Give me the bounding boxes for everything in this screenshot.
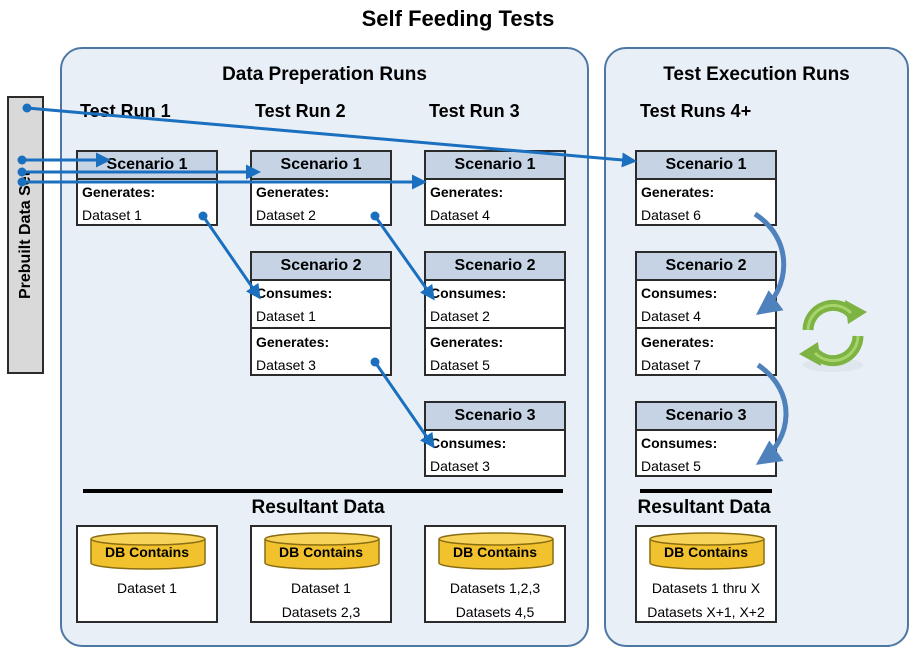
run4-scenario3: Scenario 3 Consumes: Dataset 5 — [635, 401, 777, 477]
prep-result-rule — [83, 489, 563, 493]
exec-result-rule — [640, 489, 772, 493]
run4-scenario2: Scenario 2 Consumes: Dataset 4 Generates… — [635, 251, 777, 376]
refresh-icon — [799, 299, 867, 372]
dataset-value: Dataset 6 — [641, 207, 701, 223]
dataset-flow-arrows — [198, 211, 435, 449]
dataset-value: Dataset 5 — [430, 357, 490, 373]
generates-label: Generates: — [641, 184, 715, 200]
database-cylinder-icon — [90, 532, 206, 570]
consumes-label: Consumes: — [256, 285, 333, 301]
arrow-dataset3-flow — [373, 361, 435, 449]
run-label-4plus: Test Runs 4+ — [640, 101, 752, 121]
generates-label: Generates: — [430, 184, 504, 200]
scenario-header: Scenario 2 — [426, 253, 564, 281]
db-content-line: Datasets 2,3 — [281, 604, 361, 620]
db-box-run4: DB Contains Datasets 1 thru X Datasets X… — [635, 525, 777, 623]
db-content-line: Datasets 1 thru X — [651, 580, 761, 596]
section-divider — [252, 327, 390, 329]
db-box-run3: DB Contains Datasets 1,2,3 Datasets 4,5 — [424, 525, 566, 623]
arrow-dataset1-flow — [201, 215, 261, 300]
db-box-run1: DB Contains Dataset 1 — [76, 525, 218, 623]
database-cylinder-icon — [438, 532, 554, 570]
run2-scenario2: Scenario 2 Consumes: Dataset 1 Generates… — [250, 251, 392, 376]
run-label-3: Test Run 3 — [429, 101, 520, 121]
db-label: DB Contains — [279, 544, 363, 560]
run4-scenario1: Scenario 1 Generates: Dataset 6 — [635, 150, 777, 226]
generates-label: Generates: — [256, 184, 330, 200]
consumes-label: Consumes: — [430, 435, 507, 451]
run3-scenario1: Scenario 1 Generates: Dataset 4 — [424, 150, 566, 226]
scenario-header: Scenario 3 — [426, 403, 564, 431]
run-label-2: Test Run 2 — [255, 101, 346, 121]
dataset-value: Dataset 5 — [641, 458, 701, 474]
run3-scenario2: Scenario 2 Consumes: Dataset 2 Generates… — [424, 251, 566, 376]
scenario-header: Scenario 1 — [426, 152, 564, 180]
db-content-line: Datasets 1,2,3 — [449, 580, 541, 596]
dataset-value: Dataset 3 — [430, 458, 490, 474]
run2-scenario1: Scenario 1 Generates: Dataset 2 — [250, 150, 392, 226]
db-label: DB Contains — [453, 544, 537, 560]
db-label: DB Contains — [664, 544, 748, 560]
scenario-header: Scenario 1 — [637, 152, 775, 180]
consumes-label: Consumes: — [641, 435, 718, 451]
exec-panel-title: Test Execution Runs — [663, 64, 850, 85]
generates-label: Generates: — [256, 334, 330, 350]
execution-curved-arrows — [753, 211, 789, 465]
section-divider — [637, 327, 775, 329]
db-label: DB Contains — [105, 544, 189, 560]
arrow-prebuilt-to-run4 — [26, 106, 637, 168]
dataset-value: Dataset 1 — [82, 207, 142, 223]
scenario-header: Scenario 3 — [637, 403, 775, 431]
exec-resultant-title: Resultant Data — [637, 497, 771, 518]
curve-arrow-dataset6 — [753, 211, 787, 315]
diagram-title: Self Feeding Tests — [361, 6, 555, 31]
scenario-header: Scenario 2 — [252, 253, 390, 281]
generates-label: Generates: — [641, 334, 715, 350]
prep-panel-title: Data Preperation Runs — [222, 64, 427, 85]
dataset-value: Dataset 4 — [641, 308, 701, 324]
scenario-header: Scenario 1 — [252, 152, 390, 180]
db-content-line: Datasets X+1, X+2 — [647, 604, 765, 620]
db-box-run2: DB Contains Dataset 1 Datasets 2,3 — [250, 525, 392, 623]
prebuilt-arrows — [17, 103, 637, 190]
database-cylinder-icon — [649, 532, 765, 570]
dataset-value: Dataset 2 — [256, 207, 316, 223]
prep-resultant-title: Resultant Data — [251, 497, 385, 518]
db-content-line: Dataset 1 — [117, 580, 177, 596]
dataset-value: Dataset 4 — [430, 207, 490, 223]
generates-label: Generates: — [430, 334, 504, 350]
curve-arrow-dataset7 — [755, 362, 789, 465]
dataset-value: Dataset 2 — [430, 308, 490, 324]
section-divider — [426, 327, 564, 329]
consumes-label: Consumes: — [430, 285, 507, 301]
arrow-dataset2-flow — [373, 215, 435, 301]
dataset-value: Dataset 3 — [256, 357, 316, 373]
scenario-header: Scenario 2 — [637, 253, 775, 281]
database-cylinder-icon — [264, 532, 380, 570]
dataset-value: Dataset 7 — [641, 357, 701, 373]
run3-scenario3: Scenario 3 Consumes: Dataset 3 — [424, 401, 566, 477]
db-content-line: Dataset 1 — [291, 580, 351, 596]
consumes-label: Consumes: — [641, 285, 718, 301]
db-content-line: Datasets 4,5 — [455, 604, 535, 620]
prebuilt-data-set: Prebuilt Data Set — [7, 96, 44, 374]
dataset-value: Dataset 1 — [256, 308, 316, 324]
generates-label: Generates: — [82, 184, 156, 200]
